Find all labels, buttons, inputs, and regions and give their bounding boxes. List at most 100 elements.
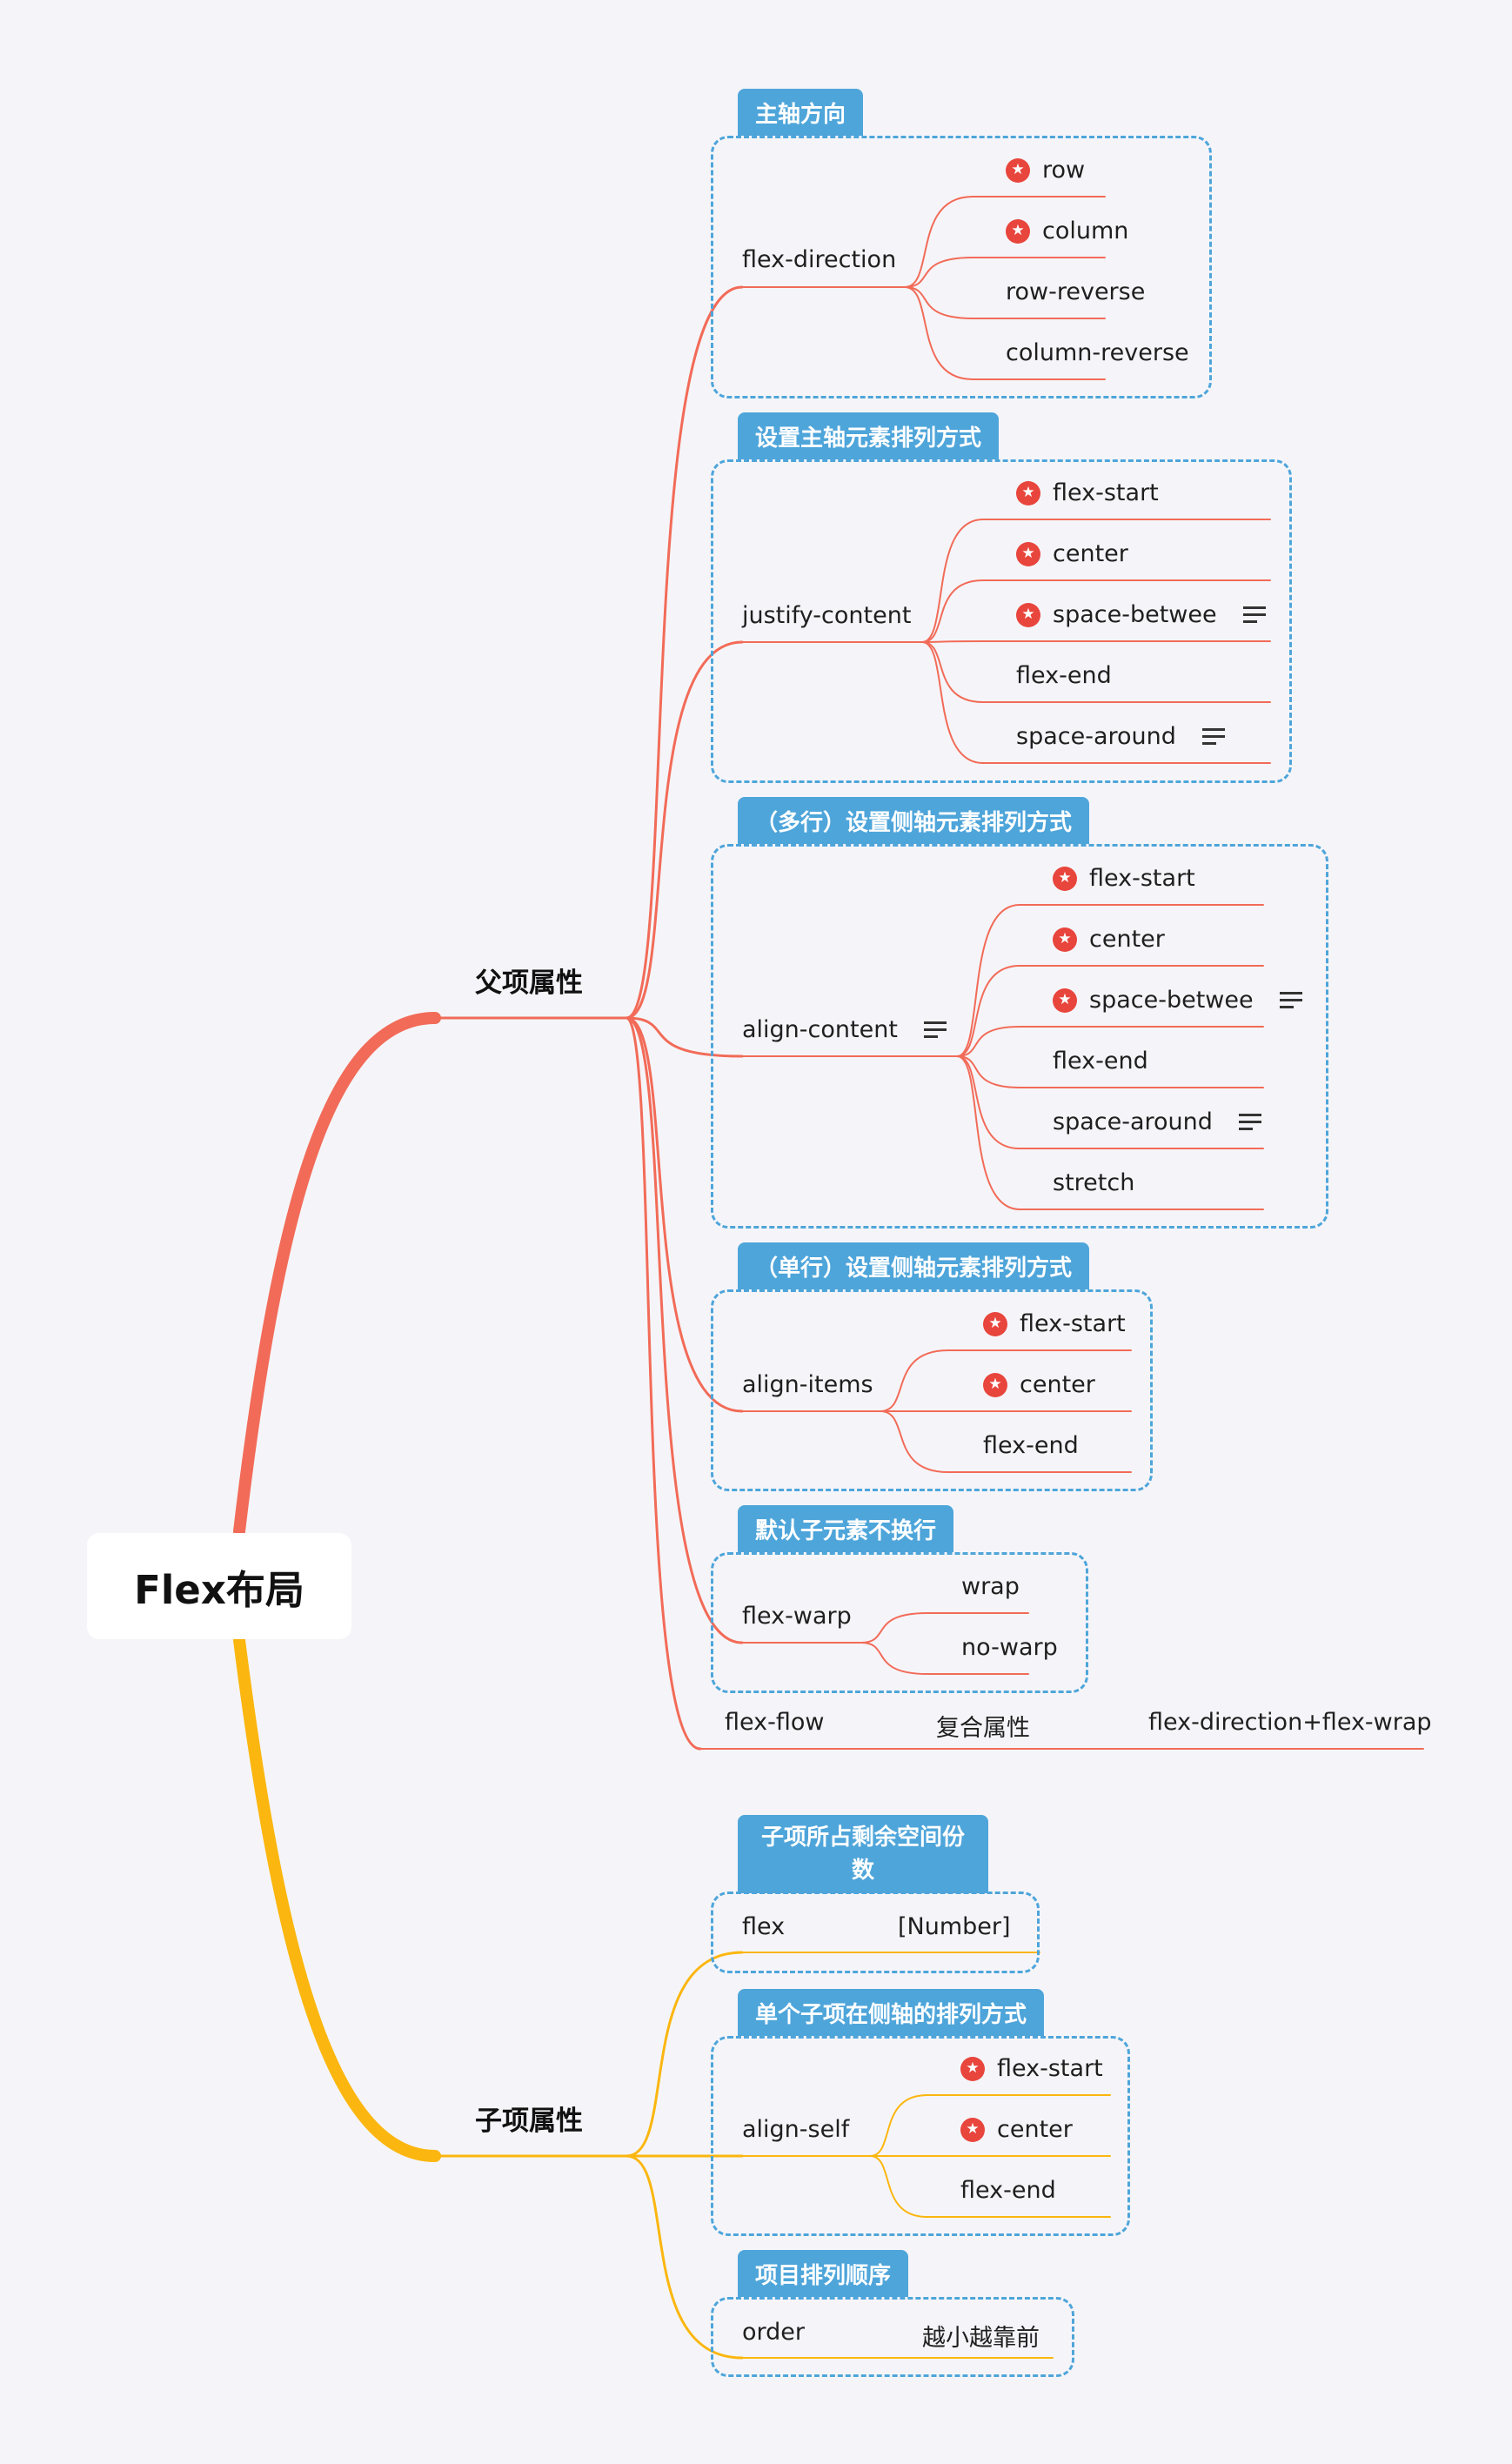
leaf-link-3-0 bbox=[880, 1349, 949, 1412]
group-label-main-axis-direction: 主轴方向 bbox=[738, 89, 864, 136]
group-label-align-content: （多行）设置侧轴元素排列方式 bbox=[738, 797, 1090, 844]
group-label-remaining-space: 子项所占剩余空间份数 bbox=[738, 1815, 988, 1893]
child-link-0 bbox=[625, 1951, 744, 2158]
leaf-link-2-4 bbox=[956, 1055, 1020, 1149]
prop-align-self[interactable]: align-self bbox=[742, 2116, 850, 2143]
leaf-space-between[interactable]: ★ space-betwee bbox=[1053, 987, 1302, 1014]
leaf-flex-start[interactable]: ★flex-start bbox=[960, 2055, 1103, 2082]
child-link-2 bbox=[625, 2154, 744, 2360]
prop-flex[interactable]: flex bbox=[742, 1913, 786, 1940]
leaf-space-around[interactable]: space-around bbox=[1053, 1108, 1261, 1135]
leaf-no-warp[interactable]: no-warp bbox=[961, 1634, 1058, 1661]
leaf-text: stretch bbox=[1053, 1169, 1135, 1196]
leaf-text: center bbox=[1020, 1371, 1095, 1398]
prop-flex-flow[interactable]: flex-flow bbox=[725, 1709, 825, 1736]
leaf-stretch[interactable]: stretch bbox=[1053, 1169, 1134, 1196]
parent-link-1 bbox=[625, 640, 744, 1020]
note-icon[interactable] bbox=[1242, 606, 1266, 623]
group-box-order bbox=[711, 2297, 1074, 2377]
leaf-flex-end[interactable]: flex-end bbox=[960, 2177, 1056, 2204]
order-value[interactable]: 越小越靠前 bbox=[922, 2325, 1040, 2352]
group-box-flex-warp bbox=[711, 1552, 1088, 1693]
leaf-text: center bbox=[997, 2116, 1073, 2143]
leaf-link-4-1 bbox=[860, 1642, 928, 1675]
note-icon[interactable] bbox=[1201, 728, 1225, 745]
leaf-link-1-1 bbox=[921, 579, 984, 643]
leaf-column[interactable]: ★column bbox=[1006, 218, 1128, 244]
leaf-flex-end[interactable]: flex-end bbox=[1053, 1048, 1148, 1075]
parent-link-2 bbox=[625, 1016, 744, 1058]
leaf-flex-end[interactable]: flex-end bbox=[983, 1432, 1079, 1459]
leaf-link-4-0 bbox=[860, 1612, 928, 1644]
note-icon[interactable] bbox=[1279, 992, 1302, 1008]
leaf-center[interactable]: ★center bbox=[960, 2116, 1073, 2143]
group-box-align-self bbox=[711, 2036, 1130, 2236]
parent-link-3 bbox=[625, 1016, 744, 1413]
leaf-wrap[interactable]: wrap bbox=[961, 1573, 1020, 1600]
leaf-center[interactable]: ★ center bbox=[1053, 926, 1165, 953]
star-icon: ★ bbox=[1053, 927, 1077, 952]
group-label-order: 项目排列顺序 bbox=[738, 2250, 909, 2297]
prop-flex-direction[interactable]: flex-direction bbox=[742, 246, 897, 273]
star-icon: ★ bbox=[1053, 988, 1077, 1013]
leaf-column-reverse[interactable]: column-reverse bbox=[1006, 339, 1189, 366]
flex-value[interactable]: [Number] bbox=[898, 1913, 1011, 1940]
group-box-align-content bbox=[711, 844, 1328, 1229]
leaf-text: center bbox=[1089, 926, 1165, 953]
leaf-text: flex-end bbox=[1016, 662, 1112, 689]
leaf-text: flex-start bbox=[1020, 1310, 1126, 1337]
leaf-space-between[interactable]: ★space-betwee bbox=[1016, 601, 1266, 628]
prop-text: align-content bbox=[742, 1016, 898, 1043]
leaf-text: space-betwee bbox=[1089, 987, 1254, 1014]
group-label-align-items: （单行）设置侧轴元素排列方式 bbox=[738, 1242, 1090, 1289]
note-icon[interactable] bbox=[1238, 1114, 1261, 1130]
leaf-link-0-0 bbox=[904, 196, 973, 288]
leaf-link-2-0 bbox=[956, 904, 1020, 1057]
child-branch-title[interactable]: 子项属性 bbox=[475, 2106, 583, 2137]
leaf-space-around[interactable]: space-around bbox=[1016, 723, 1225, 750]
leaf-flex-start[interactable]: ★flex-start bbox=[1053, 865, 1195, 892]
leaf-link-3-2 bbox=[880, 1410, 949, 1473]
parent-link-0 bbox=[625, 285, 744, 1020]
note-icon[interactable] bbox=[923, 1021, 947, 1038]
parent-link-5 bbox=[625, 1016, 702, 1751]
leaf-flex-start[interactable]: ★flex-start bbox=[1016, 479, 1159, 506]
leaf-text: flex-end bbox=[983, 1432, 1079, 1459]
leaf-text: wrap bbox=[961, 1573, 1020, 1600]
prop-align-content[interactable]: align-content bbox=[742, 1016, 947, 1043]
leaf-flex-start[interactable]: ★ flex-start bbox=[983, 1310, 1126, 1337]
leaf-flex-end[interactable]: flex-end bbox=[1016, 662, 1112, 689]
star-icon: ★ bbox=[1053, 866, 1077, 891]
leaf-link-0-3 bbox=[904, 286, 973, 380]
group-box-flex-direction bbox=[711, 136, 1212, 398]
leaf-text: flex-end bbox=[1053, 1048, 1148, 1075]
leaf-text: column-reverse bbox=[1006, 339, 1189, 366]
leaf-link-2-2 bbox=[956, 1026, 1020, 1057]
flex-flow-description[interactable]: 复合属性 bbox=[936, 1715, 1030, 1742]
leaf-center[interactable]: ★center bbox=[983, 1371, 1095, 1398]
group-box-justify-content bbox=[711, 459, 1292, 783]
star-icon: ★ bbox=[1006, 157, 1030, 183]
leaf-text: flex-start bbox=[1053, 479, 1159, 506]
flex-flow-value[interactable]: flex-direction+flex-wrap bbox=[1148, 1709, 1432, 1736]
leaf-text: center bbox=[1053, 540, 1128, 567]
leaf-row[interactable]: ★row bbox=[1006, 157, 1085, 184]
parent-link-4 bbox=[625, 1016, 744, 1644]
parent-branch-title[interactable]: 父项属性 bbox=[475, 968, 583, 999]
prop-align-items[interactable]: align-items bbox=[742, 1371, 873, 1398]
root-link-parent bbox=[233, 1012, 441, 1537]
leaf-text: space-betwee bbox=[1053, 601, 1217, 628]
child-leaf-link-0 bbox=[869, 2094, 928, 2157]
leaf-center[interactable]: ★center bbox=[1016, 540, 1128, 567]
group-label-justify-content: 设置主轴元素排列方式 bbox=[738, 412, 1000, 459]
leaf-text: column bbox=[1042, 218, 1129, 244]
leaf-row-reverse[interactable]: row-reverse bbox=[1006, 278, 1145, 305]
prop-order[interactable]: order bbox=[742, 2319, 805, 2346]
prop-flex-warp[interactable]: flex-warp bbox=[742, 1603, 852, 1630]
star-icon: ★ bbox=[983, 1311, 1007, 1336]
leaf-link-0-2 bbox=[904, 286, 973, 319]
group-box-align-items bbox=[711, 1289, 1153, 1491]
prop-justify-content[interactable]: justify-content bbox=[742, 602, 912, 629]
root-node[interactable]: Flex布局 bbox=[87, 1533, 351, 1639]
